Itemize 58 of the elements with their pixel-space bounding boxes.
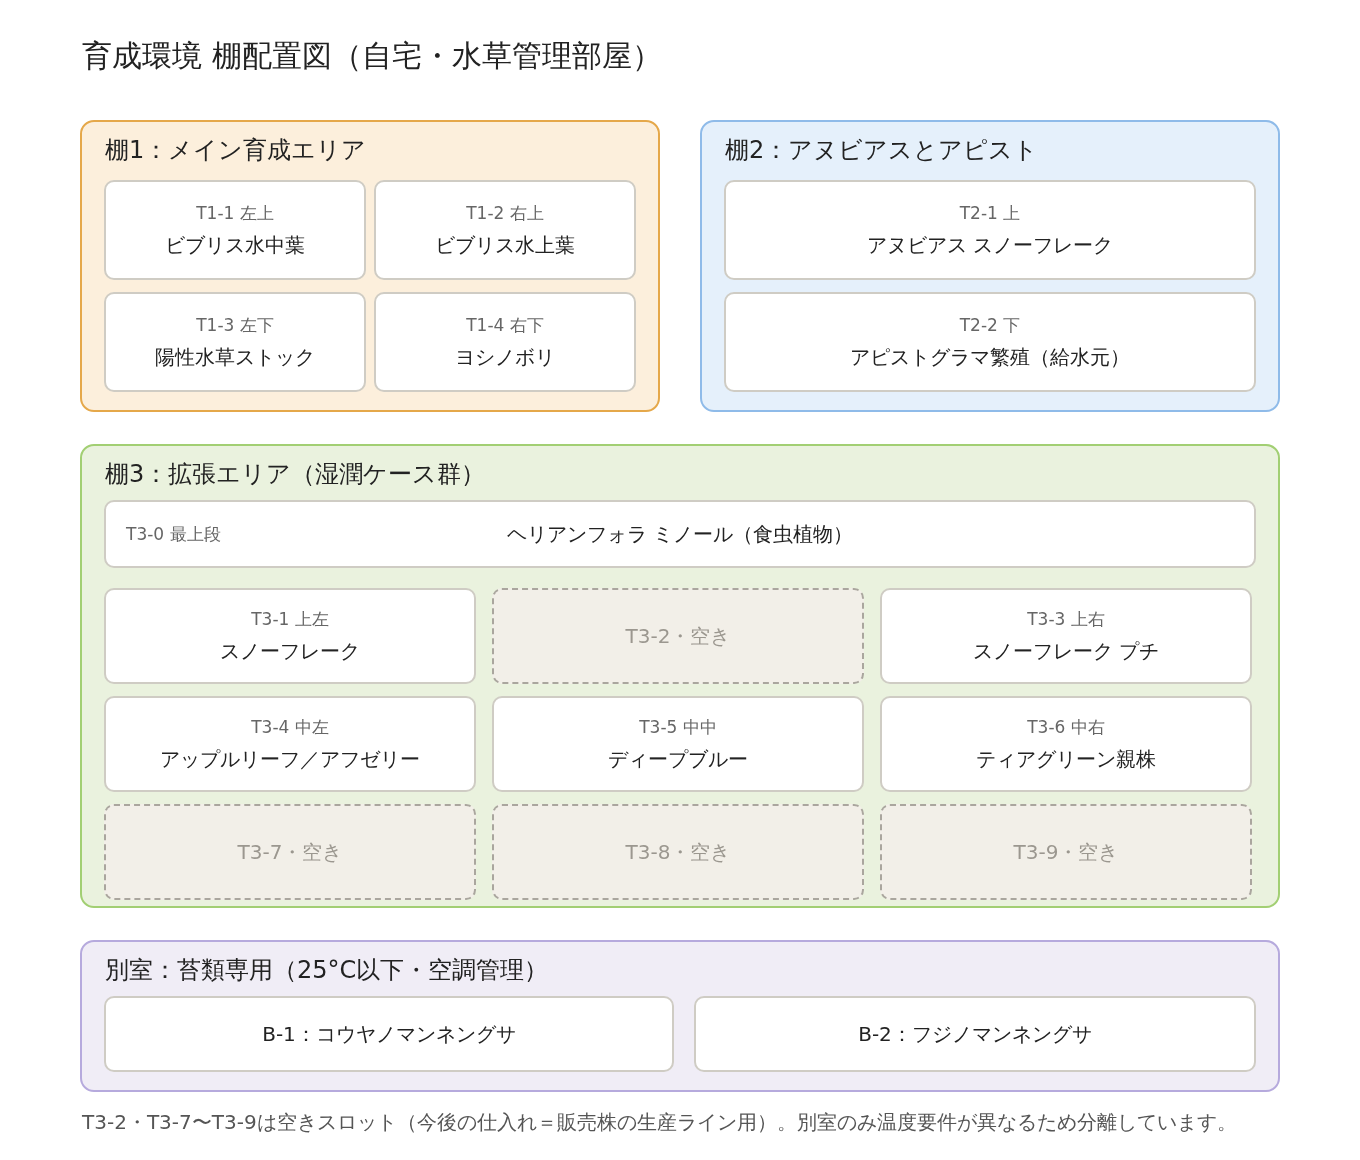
shelf-slot [104, 500, 1256, 568]
shelf-slot [374, 292, 636, 392]
shelf-slot [374, 180, 636, 280]
shelf-title: 別室：苔類専用（25°C以下・空調管理） [105, 955, 549, 986]
caption-note: T3-2・T3-7〜T3-9は空きスロット（今後の仕入れ＝販売株の生産ライン用）。別室のみ温度要件が異なるため分離しています。 [82, 1109, 1237, 1136]
slot-position: T1-4 右下 [466, 314, 544, 337]
empty-slot [492, 804, 864, 900]
shelf-slot [104, 696, 476, 792]
slot-position: T1-1 左上 [196, 202, 274, 225]
plant-name: 陽性水草ストック [155, 344, 315, 371]
slot-position: T2-2 下 [959, 314, 1021, 337]
slot-position: T1-2 右上 [466, 202, 544, 225]
shelf-title: 棚2：アヌビアスとアピスト [725, 135, 1039, 166]
empty-slot [880, 804, 1252, 900]
empty-slot-label: T3-2・空き [625, 623, 731, 650]
slot-position: T2-1 上 [959, 202, 1021, 225]
shelf-slot [104, 180, 366, 280]
plant-name: B-1：コウヤノマンネングサ [262, 1021, 516, 1048]
slot-position: T3-3 上右 [1027, 608, 1105, 631]
empty-slot-label: T3-7・空き [237, 839, 343, 866]
slot-position: T1-3 左下 [196, 314, 274, 337]
shelf-slot [880, 696, 1252, 792]
shelf-panel [80, 120, 660, 412]
empty-slot [104, 804, 476, 900]
slot-position: T3-1 上左 [251, 608, 329, 631]
empty-slot-label: T3-8・空き [625, 839, 731, 866]
plant-name: ディープブルー [608, 746, 748, 773]
slot-position: T3-0 最上段 [126, 523, 221, 546]
slot-position: T3-4 中左 [251, 716, 329, 739]
empty-slot [492, 588, 864, 684]
plant-name: スノーフレーク プチ [972, 638, 1160, 665]
shelf-slot [104, 292, 366, 392]
shelf-slot [880, 588, 1252, 684]
plant-name: アピストグラマ繁殖（給水元） [850, 344, 1130, 371]
slot-position: T3-5 中中 [639, 716, 717, 739]
plant-name: アップルリーフ／アフゼリー [160, 746, 420, 773]
shelf-slot [104, 996, 674, 1072]
shelf-panel [80, 444, 1280, 908]
plant-name: スノーフレーク [220, 638, 360, 665]
plant-name: ビブリス水上葉 [435, 232, 575, 259]
shelf-panel [80, 940, 1280, 1092]
plant-name: ティアグリーン親株 [976, 746, 1156, 773]
shelf-slot [694, 996, 1256, 1072]
empty-slot-label: T3-9・空き [1013, 839, 1119, 866]
plant-name: アヌビアス スノーフレーク [866, 232, 1114, 259]
shelf-slot [724, 180, 1256, 280]
plant-name: ビブリス水中葉 [165, 232, 305, 259]
plant-name: ヘリアンフォラ ミノール（食虫植物） [506, 521, 854, 548]
shelf-panel [700, 120, 1280, 412]
slot-position: T3-6 中右 [1027, 716, 1105, 739]
shelf-slot [104, 588, 476, 684]
shelf-slot [492, 696, 864, 792]
plant-name: B-2：フジノマンネングサ [858, 1021, 1092, 1048]
shelf-title: 棚1：メイン育成エリア [105, 135, 367, 166]
plant-name: ヨシノボリ [455, 344, 555, 371]
shelf-title: 棚3：拡張エリア（湿潤ケース群） [105, 459, 486, 490]
page-title: 育成環境 棚配置図（自宅・水草管理部屋） [82, 37, 662, 75]
shelf-slot [724, 292, 1256, 392]
